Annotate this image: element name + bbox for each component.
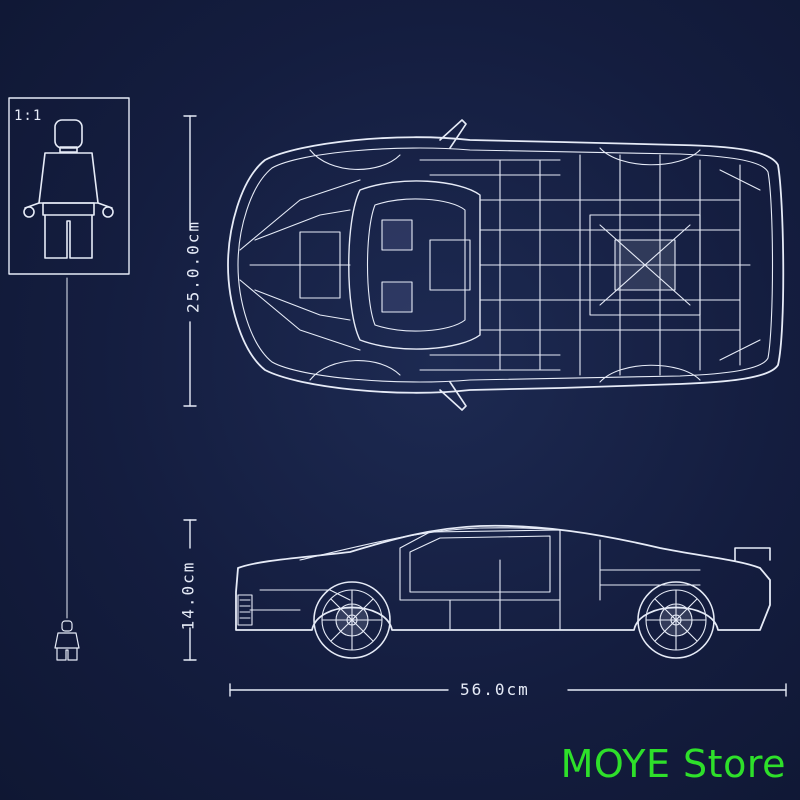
minifigure-small-icon: [54, 620, 80, 661]
dimension-height-top-label: 25.0.0cm: [183, 219, 203, 314]
car-top-view: [227, 119, 785, 411]
minifigure-large-icon: [23, 119, 114, 259]
scale-box: [8, 97, 130, 275]
dimension-length-lines: [229, 683, 787, 697]
store-watermark: MOYE Store: [560, 742, 786, 786]
rear-wheel-icon: [637, 581, 715, 659]
dimension-length-label: 56.0cm: [460, 680, 530, 699]
dimension-height-side-lines: [183, 519, 197, 661]
dimension-height-top-lines: [183, 115, 197, 407]
scale-label: 1:1: [14, 108, 43, 124]
car-side-view: [235, 524, 771, 659]
front-wheel-icon: [313, 581, 391, 659]
dimension-height-side-label: 14.0cm: [178, 560, 198, 631]
